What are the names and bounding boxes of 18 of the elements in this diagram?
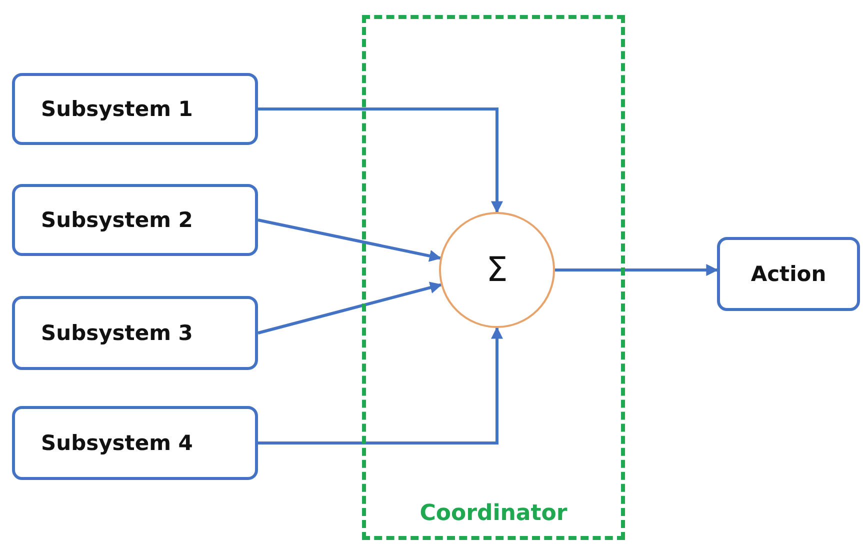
process-box — [717, 237, 860, 311]
group-title: Coordinator — [418, 501, 568, 526]
process-box — [12, 73, 258, 145]
arrow — [258, 326, 503, 444]
box-label: Subsystem 3 — [41, 321, 193, 345]
box-label: Subsystem 4 — [41, 431, 193, 455]
arrow — [555, 264, 718, 276]
process-box — [12, 296, 258, 370]
box-label: Subsystem 2 — [41, 208, 193, 232]
sum-symbol: Σ — [486, 250, 508, 290]
process-box — [12, 406, 258, 480]
box-label: Action — [750, 262, 826, 286]
arrow — [258, 218, 442, 262]
arrow — [258, 108, 503, 214]
dashed-group-frame — [362, 15, 625, 540]
process-box — [12, 184, 258, 256]
box-label: Subsystem 1 — [41, 97, 193, 121]
arrow — [258, 282, 442, 334]
